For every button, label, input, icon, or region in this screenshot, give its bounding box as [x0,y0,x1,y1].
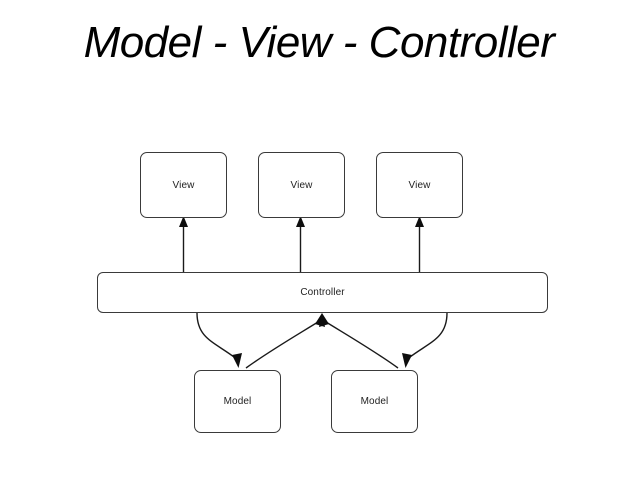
edge-controller-to-view-2 [296,216,305,272]
diagram-node-label: Model [360,396,389,407]
page-title: Model - View - Controller [83,18,555,67]
diagram-node-view-1[interactable]: View [140,152,227,218]
diagram-node-label: View [172,179,195,191]
edge-model-1-to-controller [245,313,325,369]
slide-title-container: Model - View - Controller [0,14,638,117]
edge-model-2-to-controller [319,313,399,369]
diagram-node-label: View [290,179,313,191]
diagram-node-model-1[interactable]: Model [194,370,281,433]
edge-controller-to-view-3 [415,216,424,272]
diagram-node-controller[interactable]: Controller [97,272,548,313]
diagram-node-model-2[interactable]: Model [331,370,418,433]
diagram-node-label: Controller [300,287,345,298]
diagram-node-view-3[interactable]: View [376,152,463,218]
diagram-node-view-2[interactable]: View [258,152,345,218]
edge-controller-to-model-1 [196,312,242,368]
edge-controller-to-model-2 [402,312,448,368]
diagram-node-label: View [408,179,431,191]
edge-controller-to-view-1 [179,216,188,272]
diagram-node-label: Model [223,396,252,407]
